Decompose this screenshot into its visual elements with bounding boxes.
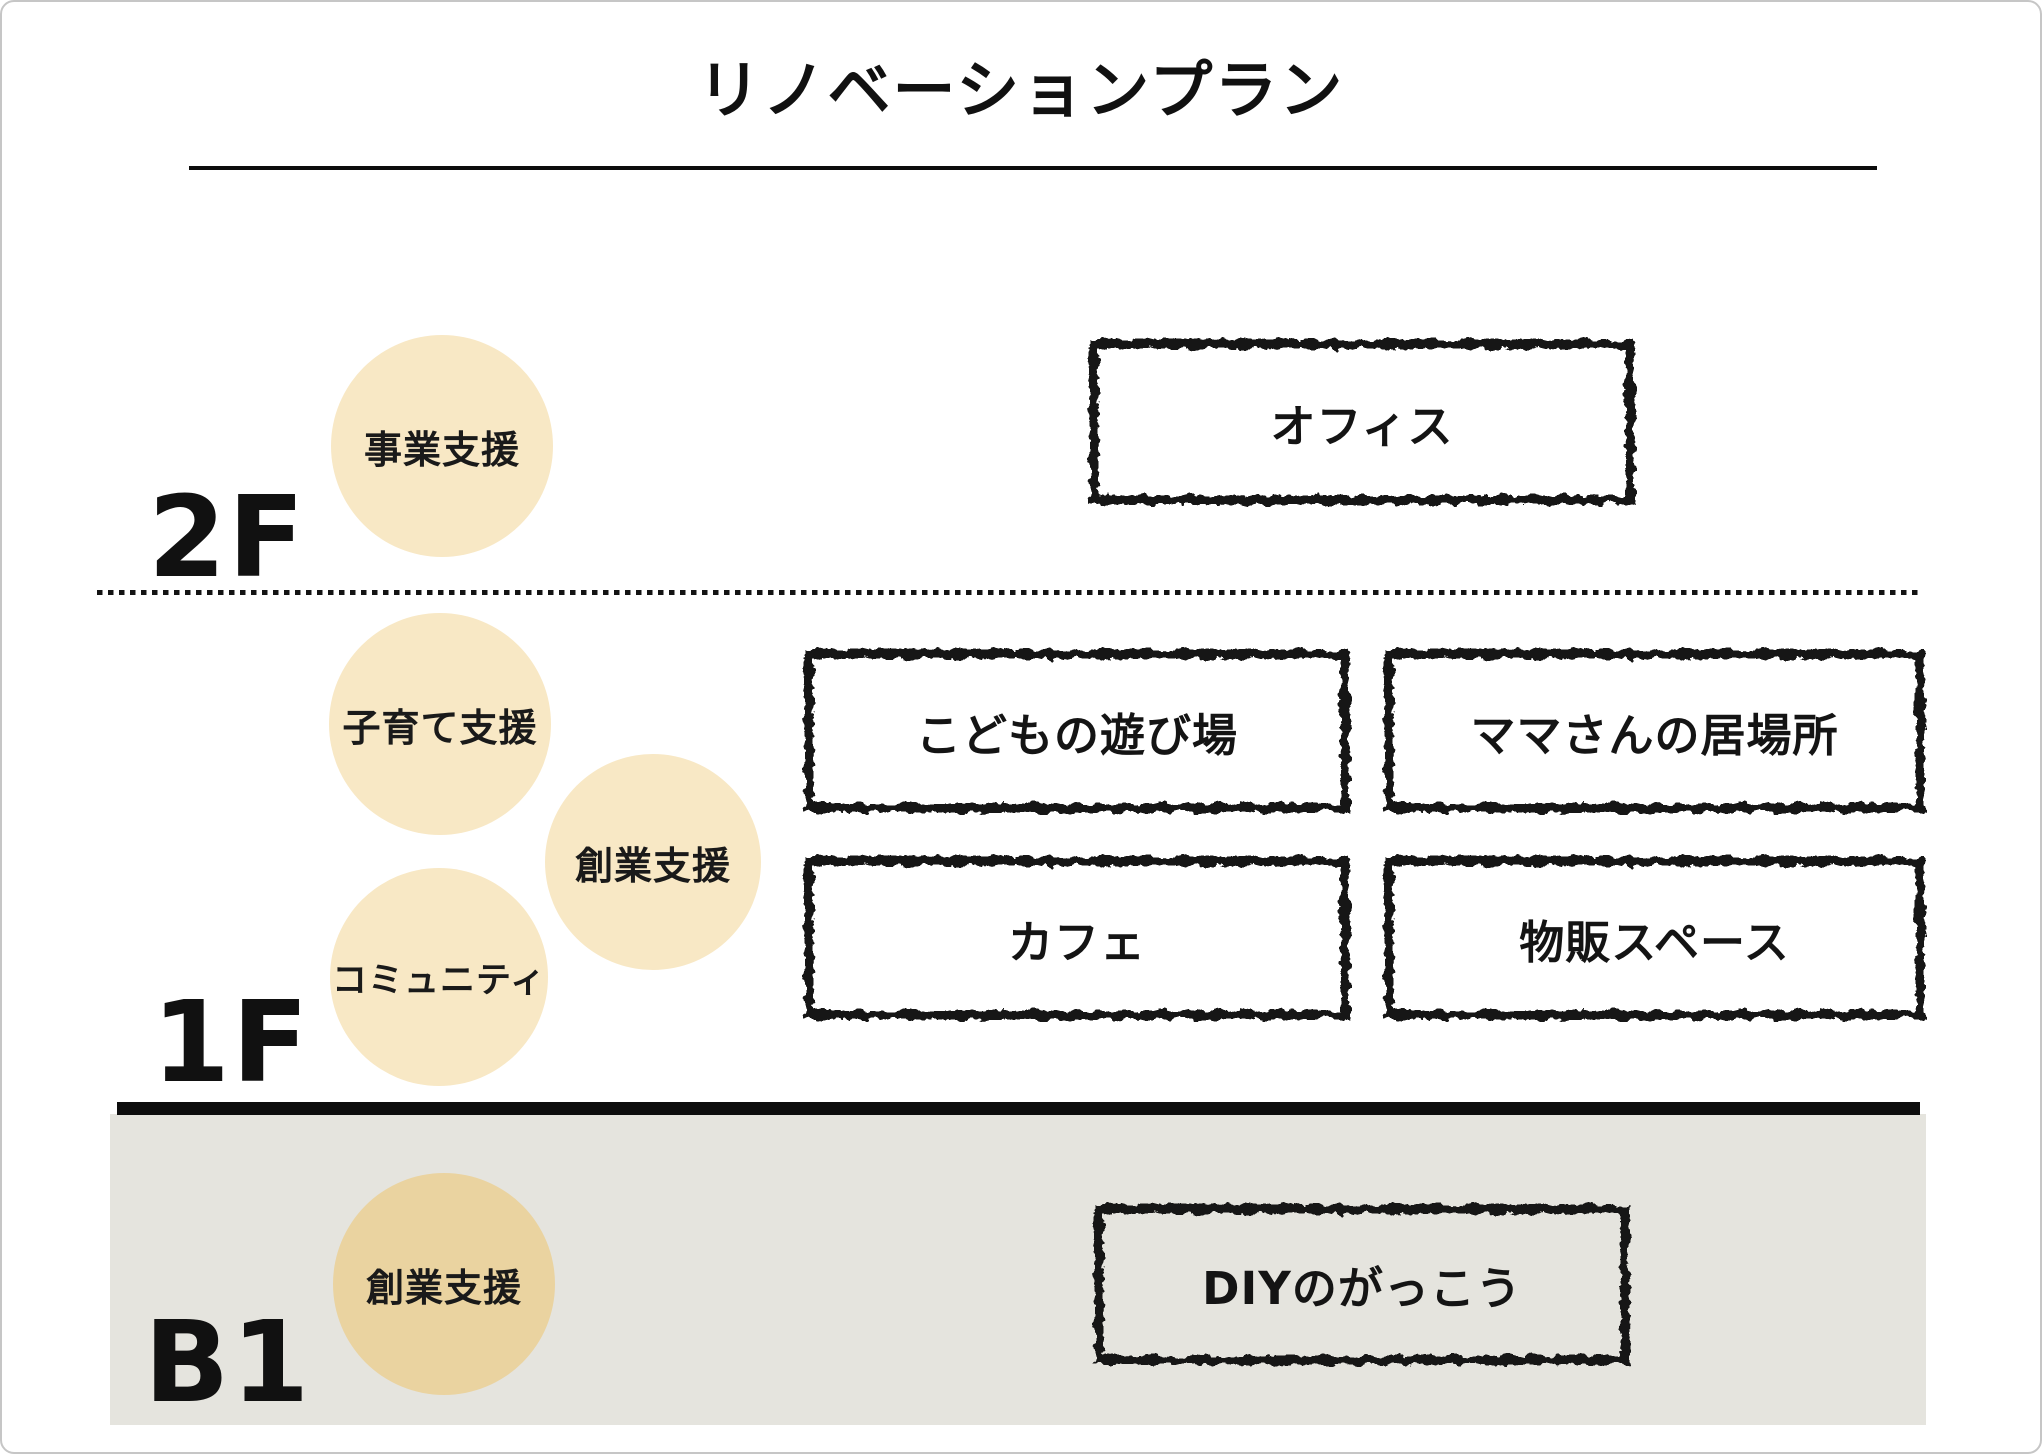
circle-startup-support-1f: 創業支援: [545, 754, 761, 970]
circle-label: 創業支援: [574, 843, 731, 888]
room-box-kids-play-area: こどもの遊び場: [802, 647, 1352, 815]
floor-label-2f: 2F: [148, 473, 307, 603]
floor-label-1f: 1F: [152, 978, 311, 1108]
room-box-diy-school: DIYのがっこう: [1092, 1202, 1632, 1367]
room-label: こどもの遊び場: [915, 708, 1238, 762]
room-label: 物販スペース: [1519, 915, 1790, 969]
circle-childcare-support: 子育て支援: [329, 613, 551, 835]
circle-startup-support-b1: 創業支援: [333, 1173, 555, 1395]
room-box-moms-place: ママさんの居場所: [1382, 647, 1927, 815]
room-label: カフェ: [1007, 915, 1146, 969]
floor-divider-1f-b1-ground-line: [117, 1102, 1920, 1115]
room-box-cafe: カフェ: [802, 854, 1352, 1022]
circle-business-support: 事業支援: [331, 335, 553, 557]
room-label: ママさんの居場所: [1470, 708, 1839, 762]
title-underline: [189, 166, 1877, 170]
room-box-retail-space: 物販スペース: [1382, 854, 1927, 1022]
floor-divider-2f-1f-dotted-line: [97, 590, 1920, 595]
room-label: オフィス: [1270, 399, 1454, 453]
page-title: リノベーションプラン: [697, 54, 1345, 127]
circle-label: 子育て支援: [342, 705, 538, 750]
circle-label: 創業支援: [365, 1265, 522, 1310]
circle-label: 事業支援: [363, 427, 520, 472]
floor-label-b1: B1: [144, 1298, 312, 1428]
circle-community: コミュニティ: [330, 868, 548, 1086]
room-label: DIYのがっこう: [1202, 1262, 1522, 1315]
room-box-office: オフィス: [1087, 337, 1637, 507]
circle-label: コミュニティ: [332, 960, 546, 1001]
